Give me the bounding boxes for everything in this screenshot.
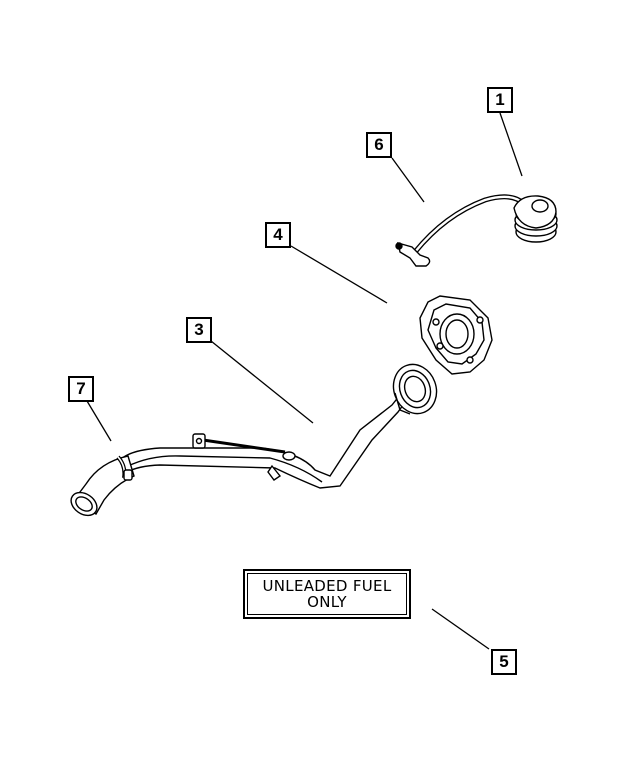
- leader-line-4: [290, 245, 388, 304]
- fuel-label-icon: UNLEADED FUEL ONLY: [243, 569, 411, 619]
- callout-7: 7: [68, 376, 94, 402]
- tether-icon: [395, 194, 526, 267]
- callout-5: 5: [491, 649, 517, 675]
- callout-4: 4: [265, 222, 291, 248]
- fuel-label-line-1: UNLEADED FUEL: [262, 577, 392, 595]
- filler-tube-icon: [119, 363, 438, 489]
- leader-line-5: [431, 608, 490, 650]
- callout-1: 1: [487, 87, 513, 113]
- fuel-cap-icon: [513, 195, 558, 243]
- hose-clamp-icon: [70, 455, 135, 517]
- leader-line-7: [86, 400, 112, 442]
- leader-line-3: [210, 340, 314, 424]
- callout-3: 3: [186, 317, 212, 343]
- fuel-label-text: UNLEADED FUEL ONLY: [247, 573, 407, 615]
- filler-housing-icon: [419, 295, 493, 375]
- leader-line-6: [391, 157, 425, 203]
- leader-line-1: [499, 112, 523, 177]
- leader-lines: [86, 112, 523, 650]
- callout-6: 6: [366, 132, 392, 158]
- fuel-label-line-2: ONLY: [307, 593, 347, 611]
